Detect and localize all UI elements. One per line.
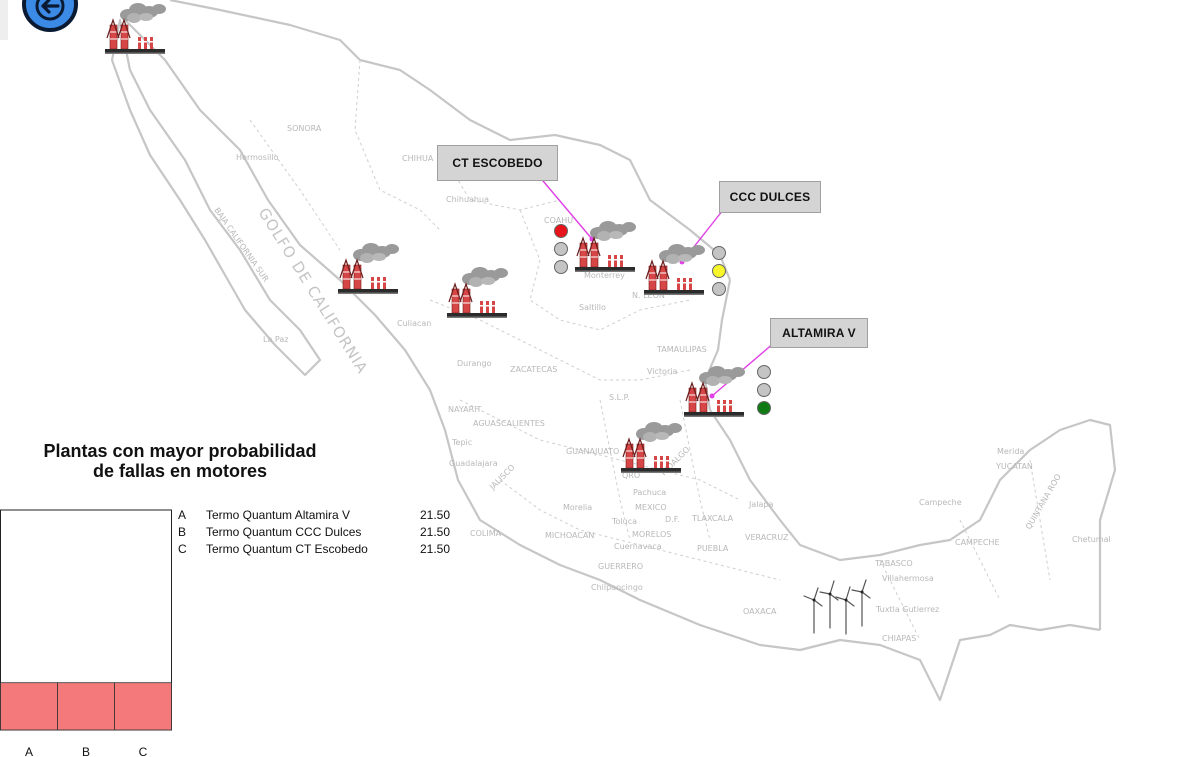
map-label-yucatan: YUCATAN (995, 462, 1033, 471)
map-label-chilpancingo: Chilpancingo (591, 583, 643, 592)
chart-title-line2: de fallas en motores (92, 461, 268, 481)
map-label-villahermosa: Villahermosa (882, 574, 934, 583)
status-light-green (757, 401, 771, 415)
map-label-veracruz: VERACRUZ (745, 533, 789, 542)
map-label-hermosillo: Hermosillo (236, 153, 279, 162)
legend-row: C Termo Quantum CT Escobedo 21.50 (178, 542, 468, 559)
failure-probability-chart: A B C (0, 509, 172, 757)
map-label-colima: COLIMA (470, 529, 502, 538)
map-label-chihuahua-city: Chihuahua (446, 195, 489, 204)
map-label-chihuahua-state: CHIHUA (402, 154, 434, 163)
map-label-guerrero: GUERRERO (598, 562, 643, 571)
map-label-culiacan: Culiacan (397, 319, 431, 328)
chart-bar-a[interactable] (0, 682, 58, 731)
map-label-morelos: MORELOS (632, 530, 671, 539)
legend-value: 21.50 (420, 542, 451, 556)
legend-name: Termo Quantum CCC Dulces (206, 525, 362, 539)
status-light-yellow (712, 264, 726, 278)
map-label-durango: Durango (457, 359, 492, 368)
chart-bar-c[interactable] (114, 682, 172, 731)
map-label-campeche-state: CAMPECHE (955, 538, 1000, 547)
power-plant-icon[interactable] (620, 417, 684, 475)
map-label-campeche-city: Campeche (919, 498, 962, 507)
map-label-oaxaca: OAXACA (743, 607, 777, 616)
map-label-victoria: Victoria (647, 367, 677, 376)
power-plant-icon[interactable] (574, 216, 638, 274)
map-label-aguascalientes: AGUASCALIENTES (473, 419, 545, 428)
map-label-guadalajara: Guadalajara (449, 459, 498, 468)
map-label-mexico: MEXICO (635, 503, 667, 512)
legend-key: C (178, 542, 187, 556)
status-light-gray (712, 282, 726, 296)
legend-key: B (178, 525, 187, 539)
window-edge (0, 0, 8, 40)
power-plant-icon[interactable] (643, 239, 707, 297)
callout-ct-escobedo[interactable]: CT ESCOBEDO (437, 145, 558, 181)
chart-tick-label: B (82, 745, 90, 757)
power-plant-icon[interactable] (683, 361, 747, 419)
map-label-sonora: SONORA (287, 124, 322, 133)
map-label-chetumal: Chetumal (1072, 535, 1111, 544)
status-light-gray (757, 365, 771, 379)
chart-title: Plantas con mayor probabilidad de fallas… (20, 441, 340, 481)
map-label-pachuca: Pachuca (633, 488, 666, 497)
map-label-jalapa: Jalapa (748, 500, 773, 509)
chart-bar-b[interactable] (57, 682, 115, 731)
wind-turbine-icon (803, 579, 871, 635)
legend-value: 21.50 (420, 508, 451, 522)
legend-row: A Termo Quantum Altamira V 21.50 (178, 508, 468, 525)
callout-altamira-v[interactable]: ALTAMIRA V (770, 318, 868, 348)
map-label-michoacan: MICHOACAN (545, 531, 594, 540)
map-label-saltillo: Saltillo (579, 303, 606, 312)
map-label-tabasco: TABASCO (874, 559, 913, 568)
legend-name: Termo Quantum CT Escobedo (206, 542, 368, 556)
legend-name: Termo Quantum Altamira V (206, 508, 351, 522)
map-label-tuxtla: Tuxtla Gutierrez (875, 605, 939, 614)
country-outline (110, 0, 1117, 702)
status-light-gray (712, 246, 726, 260)
map-label-puebla: PUEBLA (697, 544, 729, 553)
status-light-gray (757, 383, 771, 397)
callout-ccc-dulces[interactable]: CCC DULCES (719, 181, 821, 213)
map-label-la-paz: La Paz (263, 335, 288, 344)
legend-row: B Termo Quantum CCC Dulces 21.50 (178, 525, 468, 542)
map-label-guanajuato: GUANAJUATO (566, 447, 619, 456)
chart-tick-label: A (25, 745, 33, 757)
map-label-morelia: Morelia (563, 503, 592, 512)
map-label-df: D.F. (665, 515, 680, 524)
status-light-gray (554, 242, 568, 256)
map-label-cuernavaca: Cuernavaca (614, 542, 662, 551)
map-label-toluca: Toluca (611, 517, 637, 526)
status-light-gray (554, 260, 568, 274)
map-label-quintana-roo: QUINTANA ROO (1024, 472, 1063, 531)
power-plant-icon[interactable] (104, 0, 168, 56)
map-label-nayarit: NAYARIT (448, 405, 481, 414)
legend-key: A (178, 508, 187, 522)
status-light-red (554, 224, 568, 238)
arrow-left-icon (35, 0, 65, 21)
chart-title-line1: Plantas con mayor probabilidad (43, 441, 317, 461)
map-label-slp: S.L.P. (609, 393, 630, 402)
chart-legend: A Termo Quantum Altamira V 21.50 B Termo… (178, 508, 468, 559)
map-label-merida: Merida (997, 447, 1024, 456)
map-label-tlaxcala: TLAXCALA (691, 514, 734, 523)
map-label-monterrey: Monterrey (584, 271, 625, 280)
map-label-chiapas: CHIAPAS (882, 634, 916, 643)
chart-tick-label: C (139, 745, 148, 757)
map-label-tamaulipas: TAMAULIPAS (656, 345, 707, 354)
map-label-queretaro: QRO (622, 471, 640, 480)
map-label-zacatecas: ZACATECAS (510, 365, 557, 374)
map-label-tepic: Tepic (451, 438, 472, 447)
legend-value: 21.50 (420, 525, 451, 539)
state-borders (249, 59, 1051, 641)
map-label-nuevo-leon: N. LEON (632, 291, 665, 300)
power-plant-icon[interactable] (337, 238, 401, 296)
power-plant-icon[interactable] (446, 262, 510, 320)
